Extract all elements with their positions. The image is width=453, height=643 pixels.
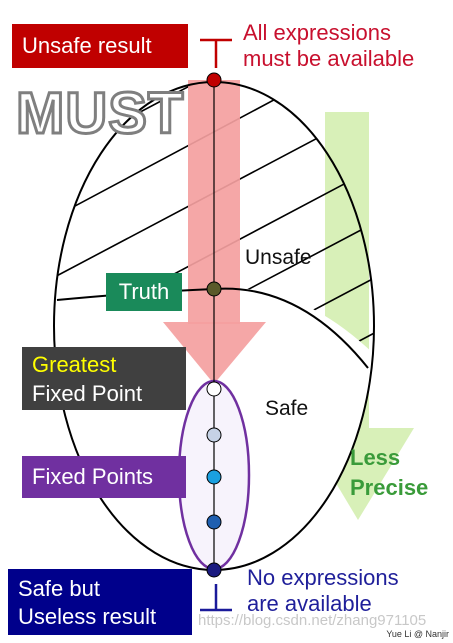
greatest-fixed-point-box: Greatest Fixed Point	[22, 347, 186, 410]
fixed-point-dot	[206, 427, 222, 443]
truth-label: Truth	[118, 279, 170, 304]
unsafe-label: Unsafe	[245, 246, 312, 269]
all-expressions-line-1: All expressions	[243, 20, 391, 45]
bottom-dot	[206, 562, 222, 578]
safe-label: Safe	[265, 397, 309, 420]
safe-but-label: Safe but	[18, 576, 100, 601]
all-expressions-line-2: must be available	[243, 46, 415, 71]
unsafe-result-label: Unsafe result	[22, 33, 152, 58]
unsafe-result-box: Unsafe result	[12, 24, 188, 68]
truth-dot	[206, 281, 222, 297]
fixed-point-dot	[206, 514, 222, 530]
watermark-text: https://blog.csdn.net/zhang971105	[198, 612, 427, 629]
no-expressions-line-1: No expressions	[247, 565, 399, 590]
truth-box: Truth	[106, 273, 182, 311]
less-label: Less	[350, 445, 401, 470]
fixed-points-box: Fixed Points	[22, 456, 186, 498]
credit-text: Yue Li @ Nanjir	[386, 629, 449, 639]
all-expressions-text: All expressions must be available	[243, 20, 414, 72]
fixed-point-label: Fixed Point	[32, 381, 143, 406]
top-element-icon	[200, 38, 232, 68]
greatest-fixed-point-dot	[206, 381, 222, 397]
bottom-element-icon	[200, 584, 232, 612]
greatest-label: Greatest	[32, 352, 117, 377]
no-expressions-text: No expressions are available	[247, 565, 399, 617]
less-precise-text: Less Precise	[350, 443, 428, 503]
safe-useless-box: Safe but Useless result	[8, 569, 192, 635]
must-heading: MUST	[14, 80, 185, 148]
fixed-points-label: Fixed Points	[32, 464, 154, 489]
top-dot	[206, 72, 222, 88]
no-expressions-line-2: are available	[247, 591, 372, 616]
precise-label: Precise	[350, 475, 429, 500]
fixed-point-dot	[206, 469, 222, 485]
useless-result-label: Useless result	[18, 604, 157, 629]
